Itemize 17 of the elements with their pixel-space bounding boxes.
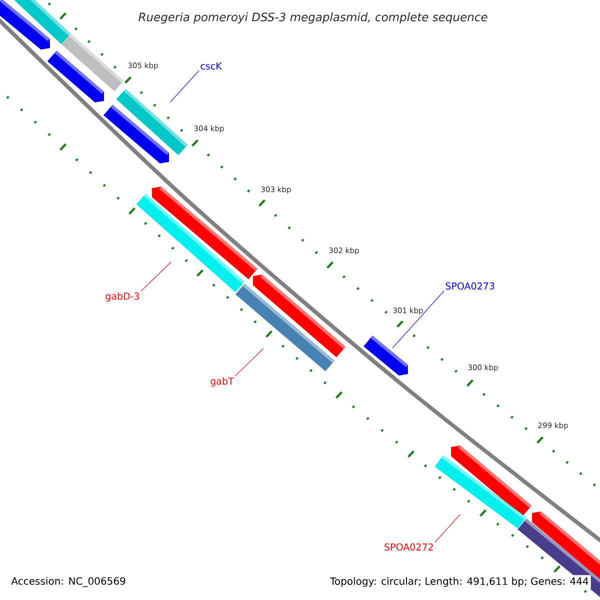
leader-line [392, 290, 444, 348]
gene-block [136, 194, 245, 292]
gene-label: SPOA0272 [384, 543, 433, 551]
gene-block [434, 455, 526, 529]
leader-line [234, 348, 264, 376]
gene-block [364, 336, 408, 376]
leader-line [170, 70, 200, 102]
gene-label: cscK [200, 62, 222, 70]
footer-text: Topology: circular; Length: 491,611 bp; Genes: 444 [328, 575, 591, 589]
gene-block [116, 88, 188, 156]
gene-label: gabD-3 [106, 292, 140, 302]
gene-block [235, 284, 335, 372]
gene-label: SPOA0273 [446, 282, 494, 290]
title: Ruegeria pomeroyi DSS-3 megaplasmid, complete sequence [138, 12, 488, 24]
gene-label: gabT [210, 377, 234, 387]
leader-line [434, 514, 460, 543]
footer-text: Accession: NC_006569 [9, 575, 128, 589]
